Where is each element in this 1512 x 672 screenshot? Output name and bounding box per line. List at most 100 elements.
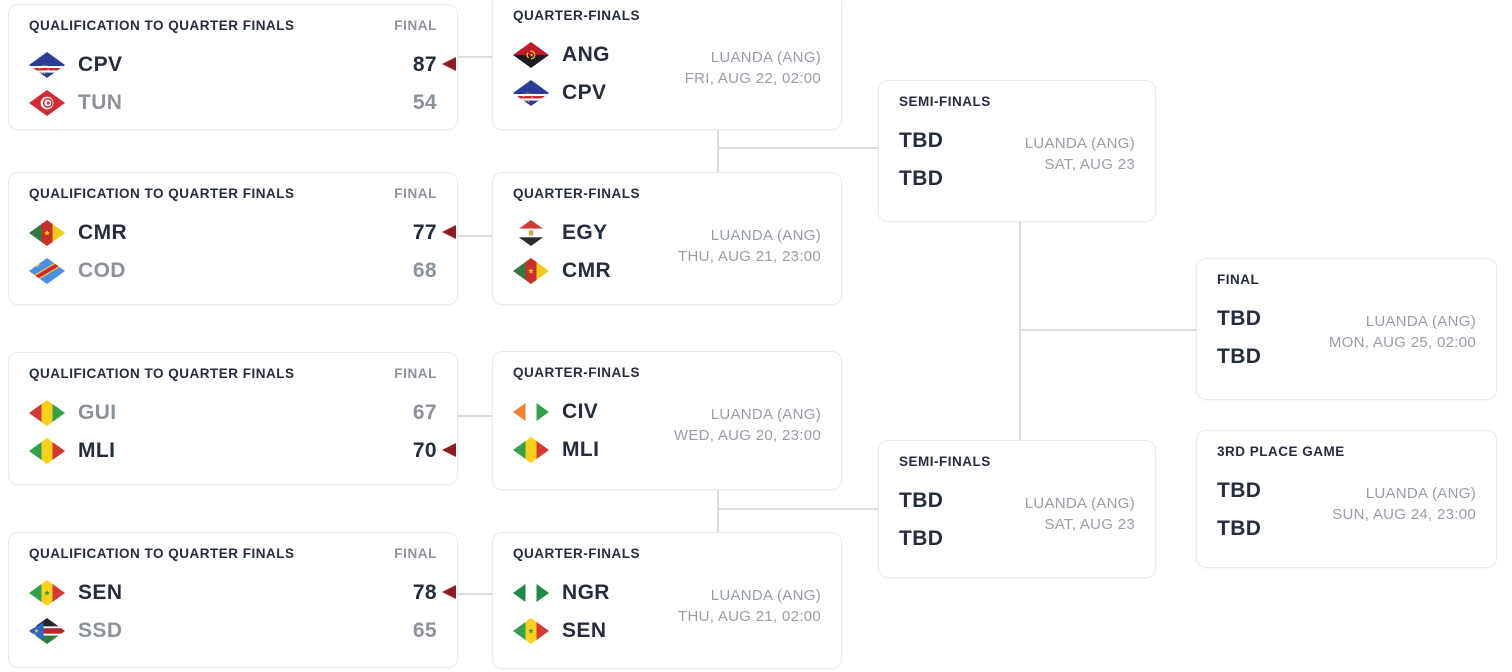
team-row: MLI <box>513 431 821 469</box>
round-title: 3RD PLACE GAME <box>1217 444 1345 459</box>
team-row: TBD <box>1217 472 1476 510</box>
team-code: TBD <box>899 489 944 512</box>
card-header: QUARTER-FINALS <box>513 8 821 24</box>
datetime-label: FRI, AUG 22, 02:00 <box>684 70 821 87</box>
status-label: FINAL <box>394 546 437 561</box>
flag-egy-icon <box>513 220 549 246</box>
datetime-label: MON, AUG 25, 02:00 <box>1328 334 1476 351</box>
flag-cmr-icon <box>513 258 549 284</box>
flag-tun-icon <box>29 90 65 116</box>
flag-ang-icon <box>513 42 549 68</box>
venue-label: LUANDA (ANG) <box>1365 485 1476 502</box>
match-card-qf-2[interactable]: QUARTER-FINALS EGY CMR LUANDA (ANG) THU, AUG… <box>492 172 842 305</box>
team-code: NGR <box>562 581 610 604</box>
team-row: TBD <box>899 520 1135 558</box>
winner-arrow-icon <box>442 57 456 71</box>
card-header: FINAL <box>1217 272 1476 288</box>
team-code: TBD <box>899 527 944 550</box>
round-title: QUALIFICATION TO QUARTER FINALS <box>29 366 295 381</box>
team-code: CIV <box>562 400 599 423</box>
venue-block: LUANDA (ANG)SAT, AUG 23 <box>1025 493 1135 535</box>
bracket-connector-horizontal <box>458 56 492 58</box>
team-row: TBD <box>1217 300 1476 338</box>
team-row: CIV <box>513 393 821 431</box>
team-code: MLI <box>562 438 600 461</box>
venue-block: LUANDA (ANG) THU, AUG 21, 23:00 <box>678 225 821 267</box>
card-header: QUALIFICATION TO QUARTER FINALS FINAL <box>29 546 437 562</box>
teams-list: EGY CMR <box>513 214 821 290</box>
team-code: TBD <box>1217 345 1262 368</box>
team-score: 67 <box>412 401 437 424</box>
team-row: TBD <box>899 482 1135 520</box>
team-code: SEN <box>78 581 123 604</box>
flag-gui-icon <box>29 400 65 426</box>
venue-label: LUANDA (ANG) <box>710 587 821 604</box>
bracket-connector-horizontal <box>458 235 492 237</box>
team-code: SSD <box>78 619 123 642</box>
datetime-label: WED, AUG 20, 23:00 <box>673 427 821 444</box>
team-score: 54 <box>412 91 437 114</box>
winner-arrow-icon <box>442 225 456 239</box>
bracket-connector-horizontal <box>458 415 492 417</box>
venue-label: LUANDA (ANG) <box>1024 135 1135 152</box>
team-row: CMR <box>513 252 821 290</box>
team-row: ANG <box>513 36 821 74</box>
team-code: MLI <box>78 439 116 462</box>
team-row: EGY <box>513 214 821 252</box>
team-code: TBD <box>1217 479 1262 502</box>
team-code: COD <box>78 259 126 282</box>
flag-cpv-icon <box>513 80 549 106</box>
team-code: TUN <box>78 91 123 114</box>
round-title: QUARTER-FINALS <box>513 365 640 380</box>
datetime-label: THU, AUG 21, 02:00 <box>678 608 821 625</box>
card-header: QUALIFICATION TO QUARTER FINALS FINAL <box>29 18 437 34</box>
match-card-qf-3[interactable]: QUARTER-FINALS CIV MLI LUANDA (ANG) WED, AUG… <box>492 351 842 490</box>
team-code: CMR <box>562 259 612 282</box>
venue-block: LUANDA (ANG) THU, AUG 21, 02:00 <box>678 585 821 627</box>
venue-block: LUANDA (ANG)SAT, AUG 23 <box>1025 133 1135 175</box>
flag-civ-icon <box>513 399 549 425</box>
flag-ngr-icon <box>513 580 549 606</box>
flag-sen-icon <box>29 580 65 606</box>
flag-mli-icon <box>513 437 549 463</box>
venue-block: LUANDA (ANG)SUN, AUG 24, 23:00 <box>1332 483 1476 525</box>
venue-block: LUANDA (ANG)FRI, AUG 22, 02:00 <box>685 47 821 89</box>
card-header: 3RD PLACE GAME <box>1217 444 1476 460</box>
team-score: 65 <box>412 619 437 642</box>
datetime-label: THU, AUG 21, 23:00 <box>678 248 821 265</box>
teams-list: TBD TBD <box>899 482 1135 558</box>
venue-label: LUANDA (ANG) <box>710 406 821 423</box>
round-title: QUALIFICATION TO QUARTER FINALS <box>29 18 295 33</box>
round-title: QUARTER-FINALS <box>513 186 640 201</box>
card-header: QUARTER-FINALS <box>513 365 821 381</box>
round-title: QUALIFICATION TO QUARTER FINALS <box>29 546 295 561</box>
status-label: FINAL <box>394 18 437 33</box>
status-label: FINAL <box>394 186 437 201</box>
team-row: TBD <box>899 160 1135 198</box>
venue-label: LUANDA (ANG) <box>710 227 821 244</box>
round-title: QUARTER-FINALS <box>513 546 640 561</box>
bracket-connector-vertical <box>717 130 719 172</box>
card-header: QUARTER-FINALS <box>513 546 821 562</box>
bracket-connector-horizontal <box>458 593 492 595</box>
